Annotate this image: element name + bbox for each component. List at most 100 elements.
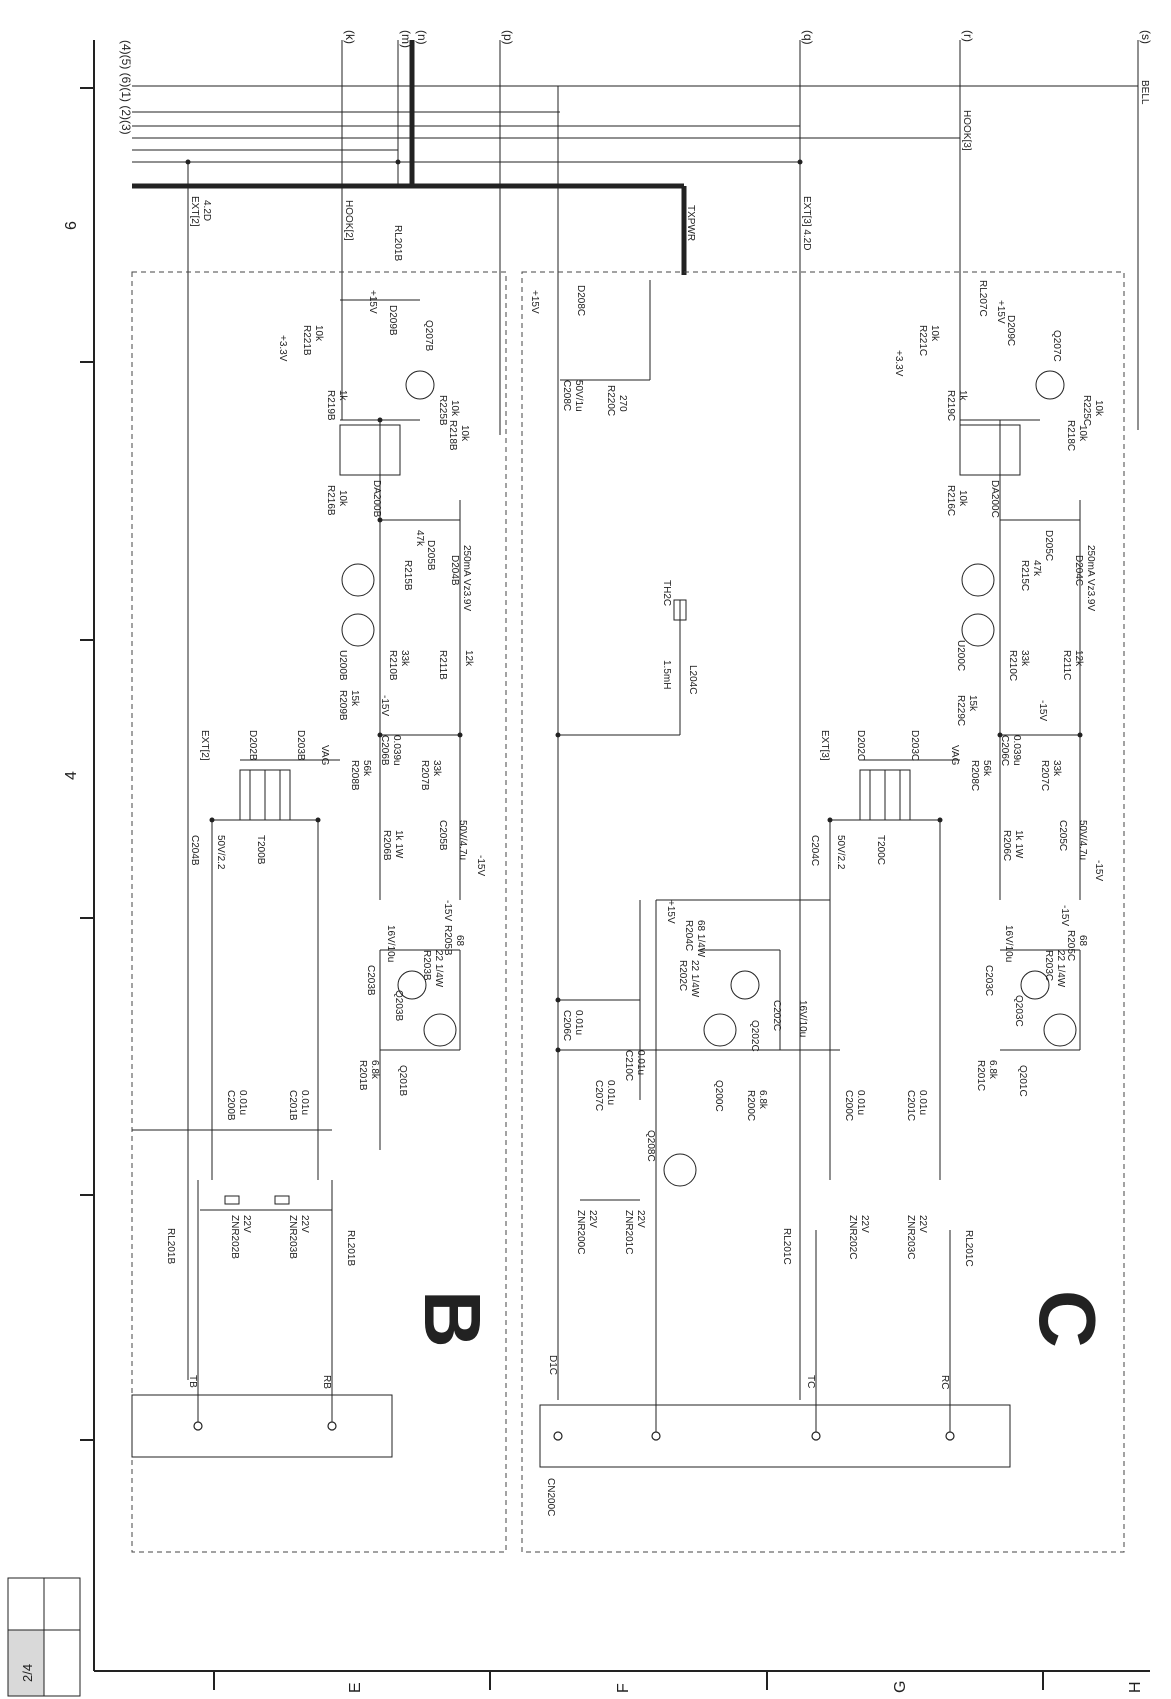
c206c2-value: 0.039u bbox=[1011, 735, 1022, 766]
u200c-symbol-b bbox=[961, 563, 995, 597]
d208c-label: D208C bbox=[575, 285, 586, 316]
th2c-symbol bbox=[673, 599, 687, 621]
c203c-value: 16V/10u bbox=[1003, 925, 1014, 962]
r203c-label: R203C bbox=[1043, 950, 1054, 981]
r216b-value: 10k bbox=[337, 490, 348, 507]
c201b-label: C201B bbox=[287, 1090, 298, 1121]
r207b-value: 33k bbox=[431, 760, 442, 777]
q207b-label: Q207B bbox=[423, 320, 434, 351]
c200c-value: 0.01u bbox=[855, 1090, 866, 1115]
c210c-value: 0.01u bbox=[635, 1050, 646, 1075]
q201c-label: Q201C bbox=[1017, 1065, 1028, 1097]
tb-label: TB bbox=[187, 1375, 198, 1388]
r221b-label: R221B bbox=[301, 325, 312, 356]
r201c-label: R201C bbox=[975, 1060, 986, 1091]
r208b-value: 56k bbox=[361, 760, 372, 777]
r219b-value: 1k bbox=[337, 390, 348, 402]
r210c-value: 33k bbox=[1019, 650, 1030, 667]
block-b-parts bbox=[224, 370, 457, 1205]
r229c-value: 15k bbox=[967, 695, 978, 712]
q203c-symbol bbox=[1020, 970, 1050, 1000]
c203b-value: 16V/10u bbox=[385, 925, 396, 962]
ext3-ref: EXT[3] 4.2D bbox=[801, 196, 812, 250]
block-c-labels: RL201C RL201C RL207C ZNR200C 22V ZNR201C… bbox=[529, 280, 1104, 1267]
r211b-value: 12k bbox=[463, 650, 474, 667]
connector-boxes bbox=[131, 1394, 1011, 1468]
rl201c-bot-label: RL201C bbox=[963, 1230, 974, 1267]
r221c-value: 10k bbox=[929, 325, 940, 342]
q201b-label: Q201B bbox=[397, 1065, 408, 1096]
block-c-nodes bbox=[555, 159, 1083, 1053]
q200c-symbol bbox=[703, 1013, 737, 1047]
c201b-value: 0.01u bbox=[299, 1090, 310, 1115]
block-c-label: C bbox=[1023, 1290, 1112, 1348]
r206b-label: R206B bbox=[381, 830, 392, 861]
r202c-value: 22 1/4W bbox=[689, 960, 700, 998]
r220c-label: R220C bbox=[605, 385, 616, 416]
r201b-value: 6.8k bbox=[369, 1060, 380, 1080]
r211b-label: R211B bbox=[437, 650, 448, 680]
c208c-label: C208C bbox=[561, 380, 572, 411]
r207c-label: R207C bbox=[1039, 760, 1050, 791]
r200c-value: 6.8k bbox=[757, 1090, 768, 1110]
r221b-value: 10k bbox=[313, 325, 324, 342]
signal-p: (p) bbox=[501, 30, 515, 45]
ext2-ref: 4.2D bbox=[201, 200, 212, 221]
r229c-label: R229C bbox=[955, 695, 966, 726]
znr201c-label: ZNR201C bbox=[623, 1210, 634, 1254]
r221c-label: R221C bbox=[917, 325, 928, 356]
zone-ticks-left bbox=[80, 87, 94, 1441]
cn200c-label: CN200C bbox=[545, 1478, 556, 1516]
p15v-c2-label: +15V bbox=[995, 300, 1006, 324]
m15v-c2: -15V bbox=[1093, 860, 1104, 881]
r218b-label: R218B bbox=[447, 420, 458, 451]
block-c-parts bbox=[663, 370, 1077, 1187]
l204c-label: L204C bbox=[687, 665, 698, 694]
c200c-label: C200C bbox=[843, 1090, 854, 1121]
rl207c-label: RL207C bbox=[977, 280, 988, 317]
v33-c-label: +3.3V bbox=[893, 350, 904, 377]
rl201b-bot-label: RL201B bbox=[345, 1230, 356, 1266]
r209b-value: 15k bbox=[349, 690, 360, 707]
znr202c-value: 22V bbox=[859, 1215, 870, 1233]
znr203b-value: 22V bbox=[299, 1215, 310, 1233]
r211c-label: R211C bbox=[1061, 650, 1072, 680]
q202c-label: Q202C bbox=[749, 1020, 760, 1052]
block-b-labels: RL201B RL201B RL201B ZNR202B 22V ZNR203B… bbox=[165, 225, 486, 1266]
r225c-label: R225C bbox=[1081, 395, 1092, 426]
vag-c-label: VAG bbox=[949, 745, 960, 766]
m15v-b2: -15V bbox=[475, 855, 486, 876]
znr203c-value: 22V bbox=[917, 1215, 928, 1233]
znr203b-symbol bbox=[274, 1195, 290, 1205]
c210c-label: C210C bbox=[623, 1050, 634, 1081]
d205b-label: D205B bbox=[425, 540, 436, 571]
d204b-label: D204B bbox=[449, 555, 460, 586]
r220c-value: 270 bbox=[617, 395, 628, 412]
signal-n: (n) bbox=[415, 30, 429, 45]
r215b-label: R215B bbox=[402, 560, 413, 591]
signal-k: (k) bbox=[343, 30, 357, 44]
zone-row-e: E bbox=[347, 1682, 364, 1693]
c201c-value: 0.01u bbox=[917, 1090, 928, 1115]
r205c-value: 68 bbox=[1077, 935, 1088, 947]
znr203c-label: ZNR203C bbox=[905, 1215, 916, 1259]
c208c-value: 50V/1u bbox=[573, 380, 584, 412]
da200c-symbol bbox=[959, 424, 1021, 476]
r202c-label: R202C bbox=[677, 960, 688, 991]
signal-q: (q) bbox=[801, 30, 815, 45]
r205b-label: R205B bbox=[442, 925, 453, 956]
d209c-label: D209C bbox=[1005, 315, 1016, 346]
r210b-value: 33k bbox=[399, 650, 410, 667]
c203c-label: C203C bbox=[983, 965, 994, 996]
r210b-label: R210B bbox=[387, 650, 398, 681]
page-table bbox=[7, 1577, 81, 1697]
znr201c-value: 22V bbox=[635, 1210, 646, 1228]
th2c-label: TH2C bbox=[661, 580, 672, 606]
q203b-label: Q203B bbox=[393, 990, 404, 1021]
r216c-label: R216C bbox=[945, 485, 956, 516]
c205b-label: C205B bbox=[437, 820, 448, 851]
u200b-symbol-b bbox=[341, 563, 375, 597]
r203b-value: 22 1/4W bbox=[433, 950, 444, 988]
connector-pins bbox=[193, 1421, 955, 1441]
